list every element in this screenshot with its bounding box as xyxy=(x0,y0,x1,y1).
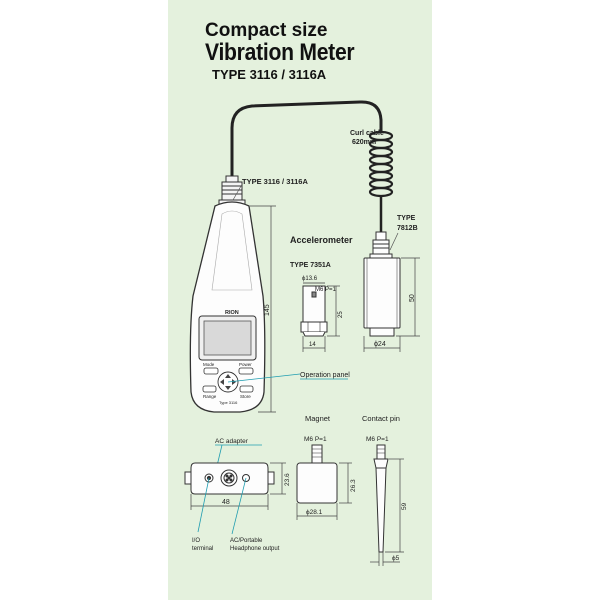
range-button[interactable] xyxy=(202,385,217,393)
title-compact-size: Compact size xyxy=(205,20,328,41)
operation-panel-label: Operation panel xyxy=(300,372,350,379)
dim-bottom-height xyxy=(270,462,286,495)
callout-operation-panel xyxy=(227,373,301,383)
ac-portable-label-1: AC/Portable xyxy=(230,538,263,544)
brand-logo: RION xyxy=(225,310,239,316)
title-type: TYPE 3116 / 3116A xyxy=(212,67,327,82)
dim-145: 145 xyxy=(264,304,271,316)
accel-thread-label: M6 P=1 xyxy=(315,287,337,293)
magnet-thread-label: M6 P=1 xyxy=(304,436,327,443)
io-label-2: terminal xyxy=(192,546,213,552)
dim-25: 25 xyxy=(338,311,344,318)
ac-adapter-label: AC adapter xyxy=(215,438,249,445)
meter-type-label: TYPE 3116 / 3116A xyxy=(242,177,308,186)
io-label-1: I/O xyxy=(192,538,200,544)
accelerometer-title: Accelerometer xyxy=(290,235,353,245)
type-7351a-label: TYPE 7351A xyxy=(290,262,331,269)
contact-pin-title: Contact pin xyxy=(362,414,400,423)
mode-button-label: Mode xyxy=(203,362,215,367)
dim-48: 48 xyxy=(222,499,230,506)
dim-pin-height xyxy=(385,458,404,553)
meter-model-text: Type 3116 xyxy=(219,400,238,405)
magnet xyxy=(296,444,338,504)
contact-pin xyxy=(373,444,389,553)
dim-50: 50 xyxy=(409,294,416,302)
title-vibration-meter: Vibration Meter xyxy=(205,39,355,66)
sensor-7812b xyxy=(363,231,401,337)
dim-13-6: ϕ13.6 xyxy=(302,276,318,282)
arrow-keys-icon xyxy=(220,374,236,390)
headphone-callout xyxy=(231,477,247,535)
curl-cable-length: 620mm xyxy=(352,139,376,146)
pin-thread-label: M6 P=1 xyxy=(366,436,389,443)
mode-button[interactable] xyxy=(203,367,219,375)
magnet-title: Magnet xyxy=(305,414,331,423)
dim-magnet-height xyxy=(339,462,352,504)
dim-pin-width xyxy=(370,552,400,566)
dim-accel-height xyxy=(327,285,340,337)
dim-5: ϕ5 xyxy=(392,555,400,562)
curl-cable-label: Curl cable xyxy=(350,130,384,137)
power-button[interactable] xyxy=(238,367,254,375)
dim-59: 59 xyxy=(401,502,408,510)
dim-magnet-width xyxy=(296,503,338,520)
dim-bottom-width xyxy=(190,494,269,510)
meter-bottom-view xyxy=(184,462,275,495)
power-button-label: Power xyxy=(239,362,252,367)
dim-14: 14 xyxy=(309,342,316,348)
dim-23-6: 23.6 xyxy=(284,473,291,486)
dim-28-1: ϕ28.1 xyxy=(306,509,323,516)
store-button-label: Store xyxy=(240,394,251,399)
meter-display xyxy=(203,320,252,356)
dim-26-3: 26.3 xyxy=(350,479,357,492)
type-7812b-line2: 7812B xyxy=(397,225,418,232)
type-7812b-line1: TYPE xyxy=(397,215,416,222)
curl-coils xyxy=(368,130,394,198)
dim-meter-height xyxy=(250,205,276,413)
dim-sensor-width xyxy=(363,336,401,352)
store-button[interactable] xyxy=(239,385,254,393)
range-button-label: Range xyxy=(203,394,217,399)
io-terminal-callout xyxy=(197,477,210,533)
meter-body-ridge xyxy=(211,210,253,291)
dim-accel-width xyxy=(302,336,326,352)
ac-portable-label-2: Headphone output xyxy=(230,546,280,552)
dim-24: ϕ24 xyxy=(374,341,386,348)
cable xyxy=(230,100,383,178)
accelerometer-7351a xyxy=(300,282,328,337)
